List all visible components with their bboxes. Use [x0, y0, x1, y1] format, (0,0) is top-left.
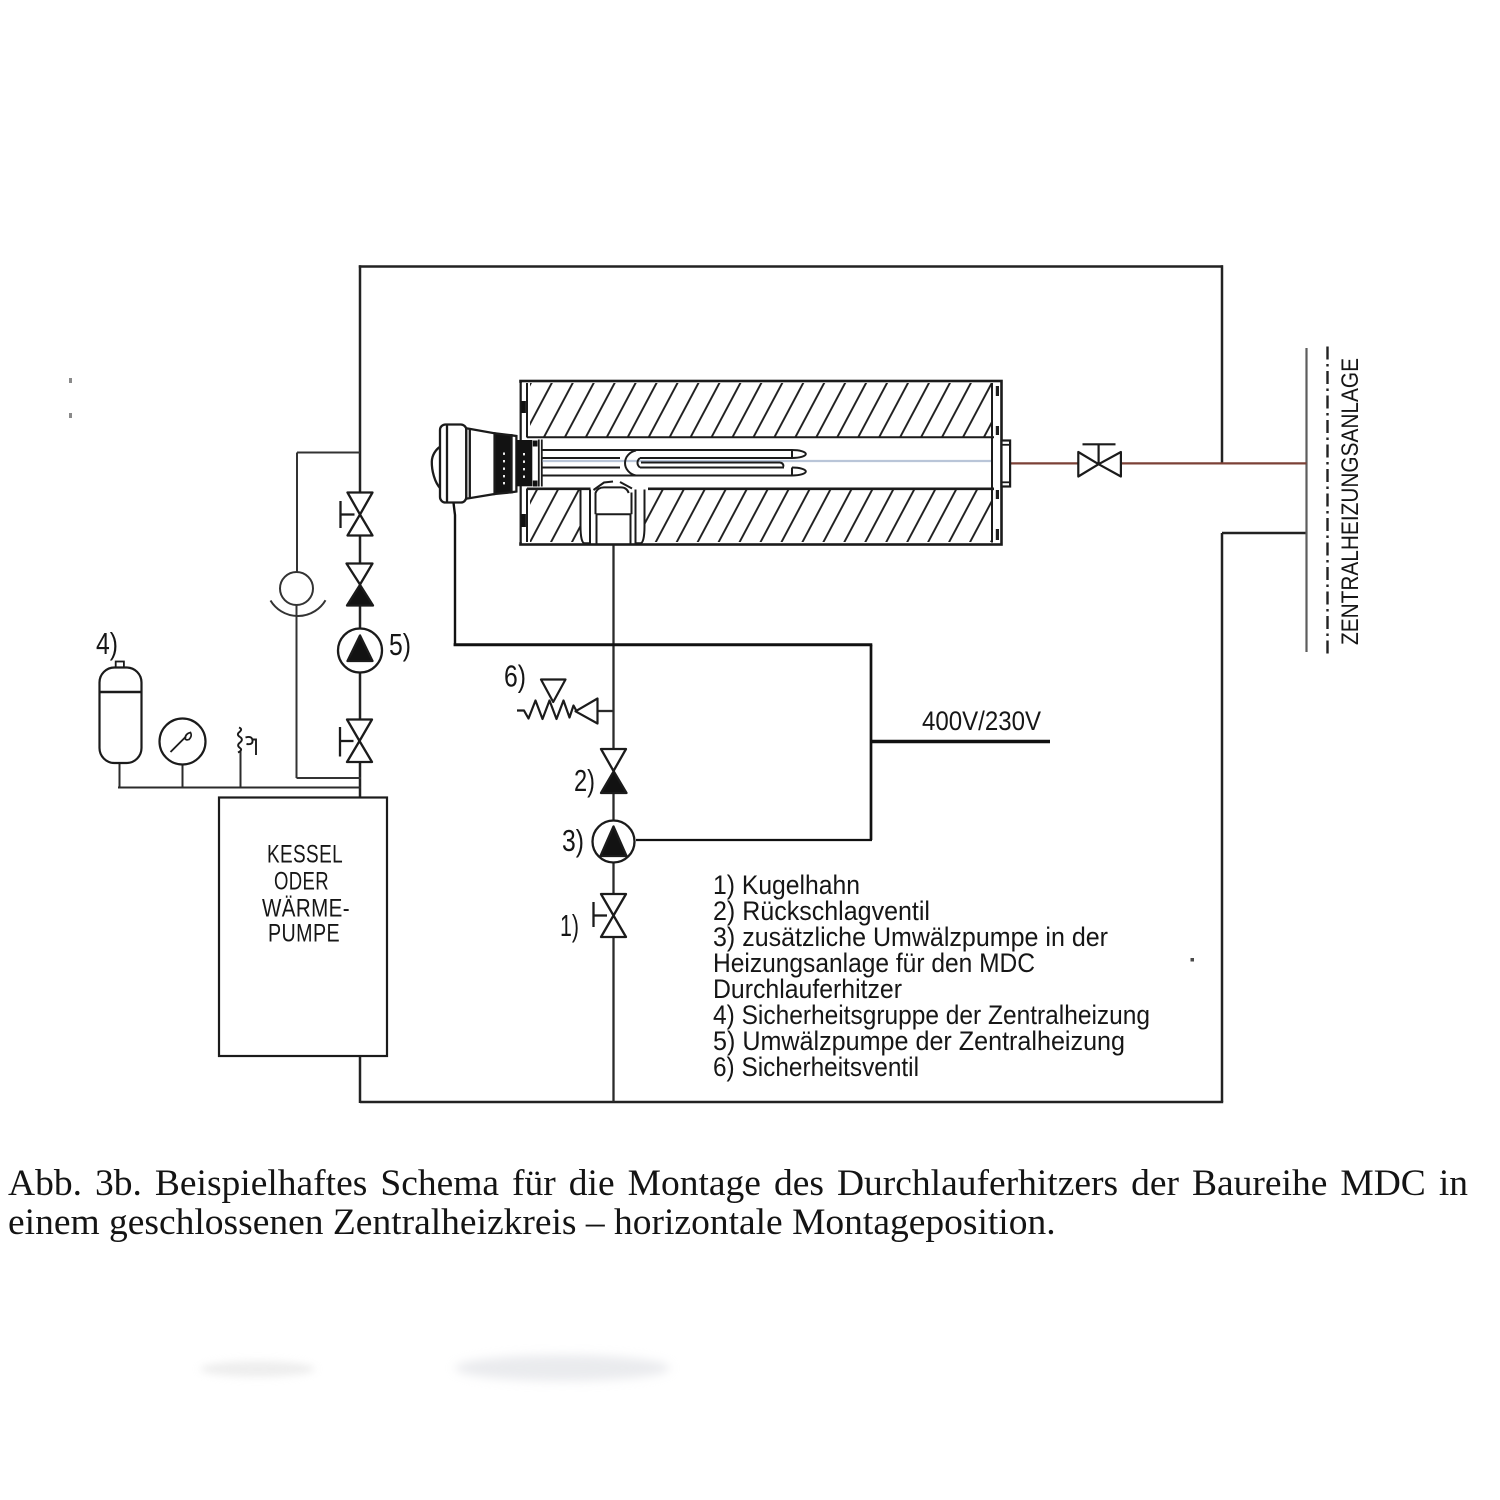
svg-text:WÄRME-: WÄRME-: [262, 895, 350, 923]
svg-text:PUMPE: PUMPE: [268, 920, 340, 948]
svg-text:3): 3): [562, 823, 584, 858]
svg-text:3) zusätzliche Umwälzpumpe in: 3) zusätzliche Umwälzpumpe in der: [713, 922, 1108, 952]
svg-text:1) Kugelhahn: 1) Kugelhahn: [713, 870, 860, 900]
svg-text:2): 2): [574, 763, 595, 798]
svg-text:KESSEL: KESSEL: [267, 841, 343, 869]
svg-text:Durchlauferhitzer: Durchlauferhitzer: [713, 974, 902, 1004]
svg-text:ZENTRALHEIZUNGSANLAGE: ZENTRALHEIZUNGSANLAGE: [1337, 358, 1364, 645]
svg-text:6) Sicherheitsventil: 6) Sicherheitsventil: [713, 1052, 919, 1082]
svg-text:4) Sicherheitsgruppe der Zentr: 4) Sicherheitsgruppe der Zentralheizung: [713, 1000, 1150, 1030]
svg-text:400V/230V: 400V/230V: [922, 706, 1041, 736]
svg-text:ODER: ODER: [274, 868, 329, 896]
svg-text:5): 5): [389, 627, 411, 662]
svg-text:1): 1): [560, 908, 579, 943]
svg-text:4): 4): [96, 626, 118, 661]
svg-text:Heizungsanlage für den MDC: Heizungsanlage für den MDC: [713, 948, 1035, 978]
svg-text:2) Rückschlagventil: 2) Rückschlagventil: [713, 896, 930, 926]
svg-text:6): 6): [504, 659, 526, 694]
svg-text:5) Umwälzpumpe der Zentralheiz: 5) Umwälzpumpe der Zentralheizung: [713, 1026, 1125, 1056]
